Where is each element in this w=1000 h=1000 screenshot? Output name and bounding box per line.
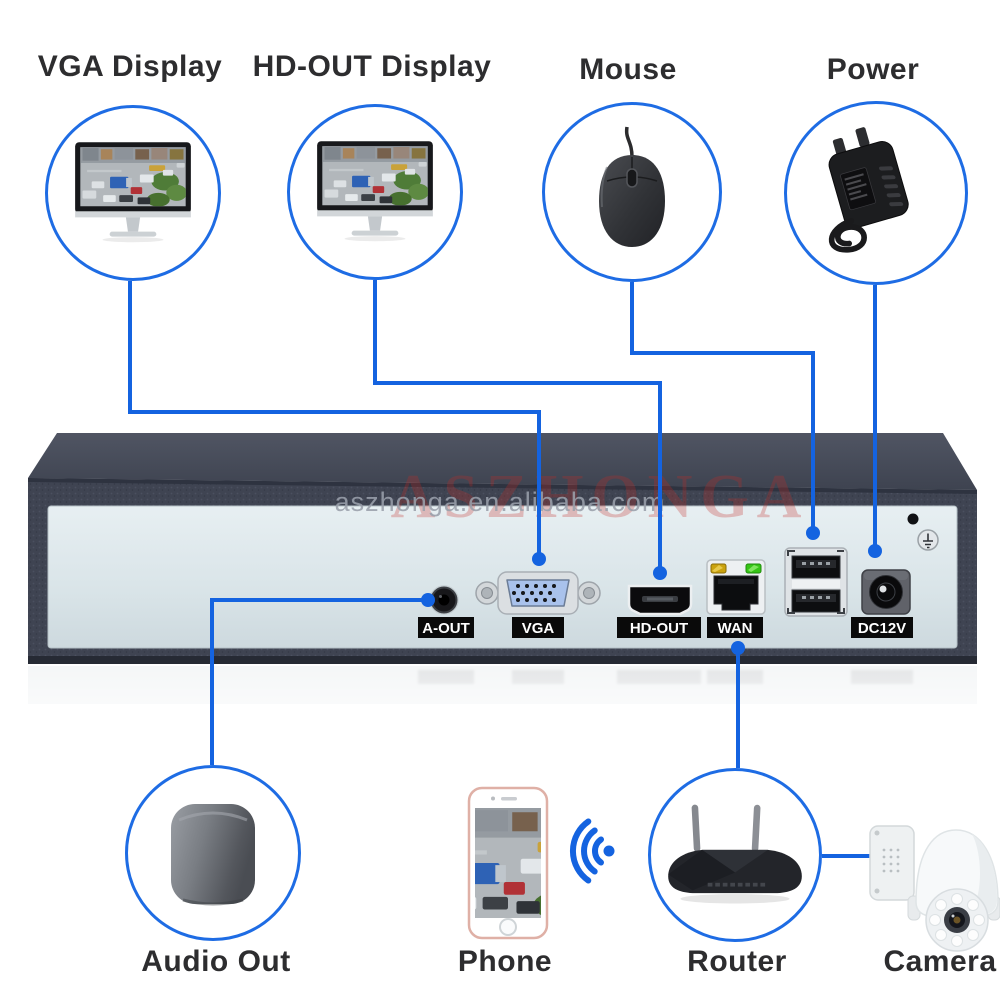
nvr-device: ASZHONGA aszhonga.en.alibaba.com A-OUT — [20, 433, 985, 750]
power-label: Power — [826, 53, 920, 86]
svg-text:WAN: WAN — [718, 620, 753, 637]
router-circle — [648, 768, 822, 942]
phone-label: Phone — [457, 945, 553, 978]
vga-monitor-icon — [75, 142, 191, 243]
mouse-icon — [599, 126, 665, 247]
power-line-dot — [868, 544, 882, 558]
wan-line-dot — [731, 641, 745, 655]
svg-text:A-OUT: A-OUT — [422, 620, 470, 637]
brand-watermark: ASZHONGA — [391, 463, 810, 531]
usb-ports — [784, 547, 848, 617]
hdout-line — [373, 280, 662, 568]
hdout-display-circle — [287, 104, 463, 280]
vga-display-circle — [45, 105, 221, 281]
camera-icon — [869, 825, 1000, 952]
audio-out-label: Audio Out — [141, 945, 291, 978]
vga-line-dot — [532, 552, 546, 566]
vga-line — [128, 281, 541, 553]
hdmi-port: HD-OUT — [617, 584, 701, 638]
speaker-icon — [171, 804, 255, 906]
phone-icon — [467, 786, 549, 940]
router-icon — [668, 804, 802, 903]
hdout-line-dot — [653, 566, 667, 580]
vga-port: VGA — [475, 571, 601, 638]
wan-port: WAN — [706, 559, 766, 638]
camera-label: Camera — [883, 945, 997, 978]
device-reflection — [20, 664, 985, 750]
hdout-monitor-icon — [317, 141, 433, 242]
svg-text:VGA: VGA — [522, 620, 555, 637]
svg-text:DC12V: DC12V — [858, 620, 906, 637]
audio-out-circle — [125, 765, 301, 941]
mouse-label: Mouse — [579, 53, 677, 86]
site-watermark: aszhonga.en.alibaba.com — [335, 487, 666, 517]
power-adapter-icon — [828, 127, 909, 253]
audio-out-line-dot — [421, 593, 435, 607]
svg-text:HD-OUT: HD-OUT — [630, 620, 688, 637]
router-label: Router — [687, 945, 787, 978]
vga-display-label: VGA Display — [37, 50, 223, 83]
wifi-icon — [569, 818, 615, 884]
hdout-display-label: HD-OUT Display — [252, 50, 492, 83]
mouse-line-dot — [806, 526, 820, 540]
mouse-line — [630, 282, 815, 527]
dc-power-port: DC12V — [851, 569, 913, 638]
mouse-circle — [542, 102, 722, 282]
power-circle — [784, 101, 968, 285]
reset-hole — [907, 513, 919, 525]
ground-screw-icon — [917, 529, 939, 551]
audio-out-line — [210, 598, 428, 765]
